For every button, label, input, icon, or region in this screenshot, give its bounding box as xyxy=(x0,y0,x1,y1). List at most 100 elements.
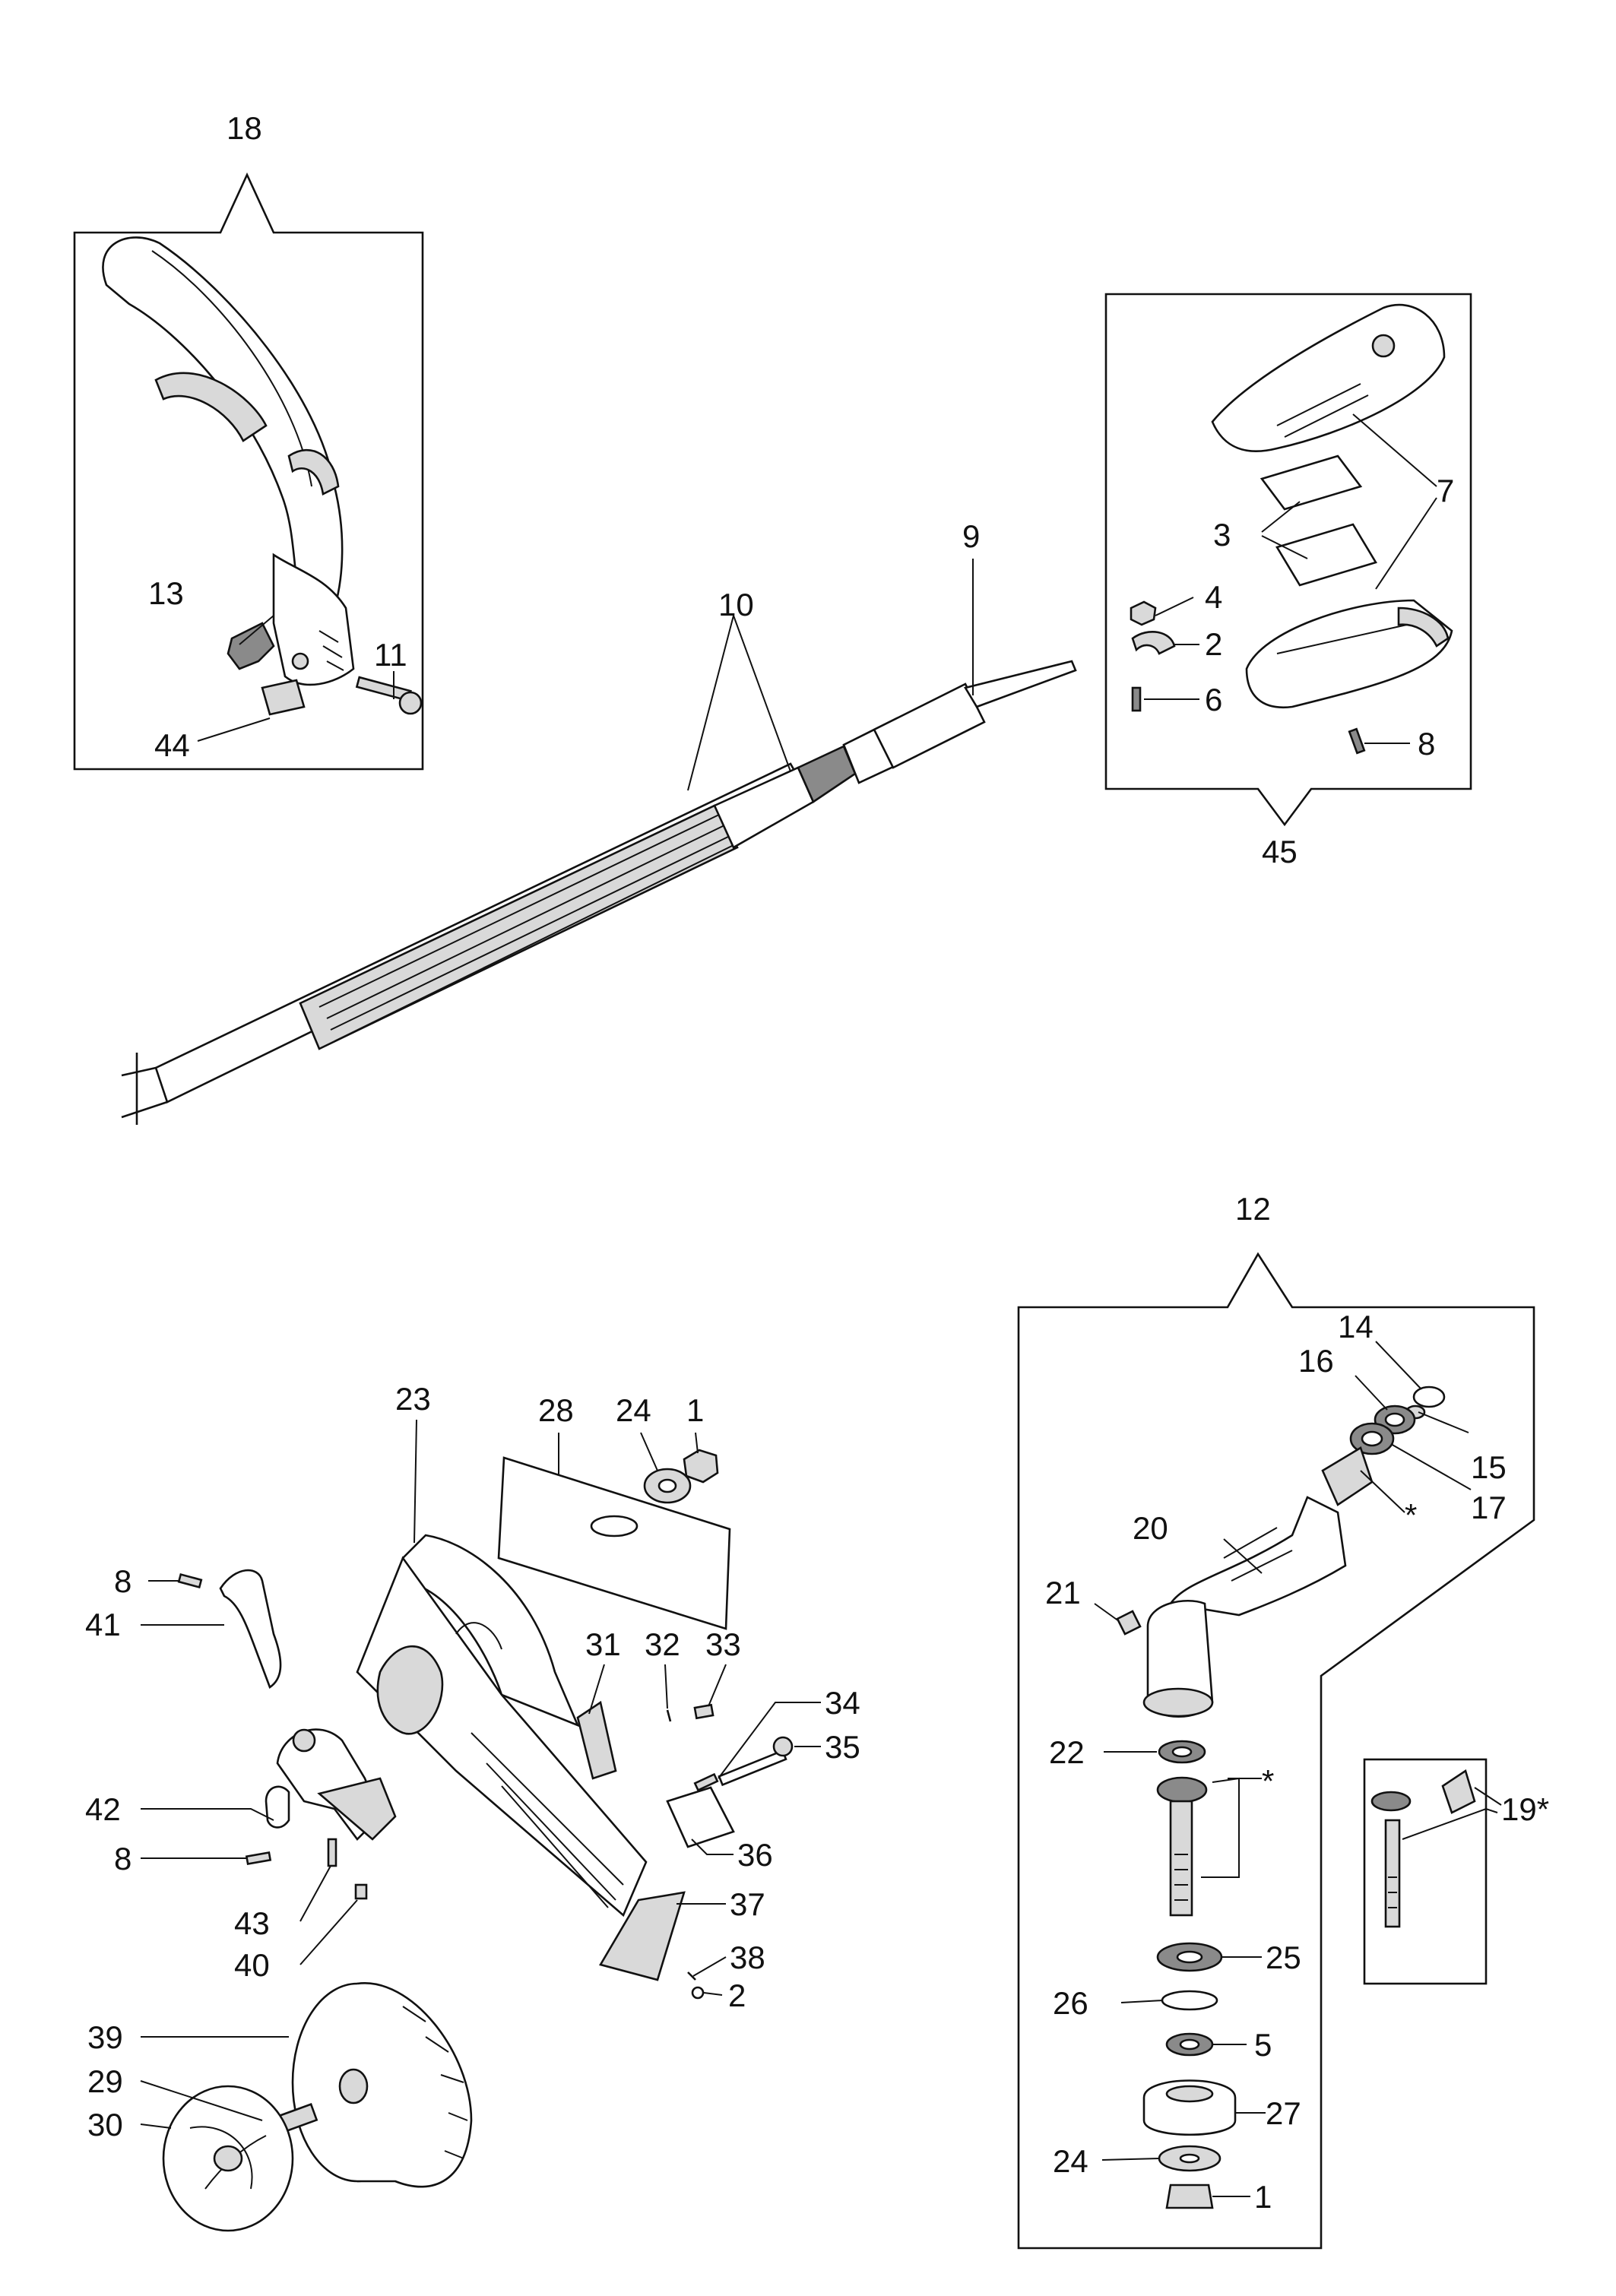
loop-handle xyxy=(102,236,355,686)
bracket-3-upper xyxy=(1260,454,1363,511)
callout-1-gear: 1 xyxy=(1254,2179,1272,2215)
callout-34: 34 xyxy=(825,1685,860,1721)
deflector-31 xyxy=(576,1700,617,1780)
callout-30: 30 xyxy=(87,2107,123,2142)
callout-8-grip: 8 xyxy=(1418,726,1435,762)
bearing-5 xyxy=(1165,2032,1214,2057)
snap-ring-26 xyxy=(1161,1990,1218,2011)
bearing-25 xyxy=(1156,1942,1223,1972)
callout-21: 21 xyxy=(1045,1575,1081,1610)
bracket-3-lower xyxy=(1275,523,1377,587)
callout-28: 28 xyxy=(538,1392,574,1428)
edger-deck-assembly xyxy=(140,1419,821,2232)
callout-32: 32 xyxy=(645,1626,680,1662)
callout-16: 16 xyxy=(1298,1343,1334,1379)
gearhead-assembly-group-12 xyxy=(1017,1252,1535,2250)
callout-2-deck: 2 xyxy=(728,1978,746,2013)
callout-7: 7 xyxy=(1437,473,1454,508)
bearing-17 xyxy=(1349,1422,1395,1455)
callout-24-deck: 24 xyxy=(616,1392,651,1428)
asterisk-marker-a: * xyxy=(1405,1497,1417,1533)
callout-39: 39 xyxy=(87,2019,123,2055)
callout-24-gear: 24 xyxy=(1053,2143,1088,2179)
washer-24-deck xyxy=(643,1468,692,1504)
nut-1 xyxy=(1165,2184,1214,2209)
callout-44: 44 xyxy=(154,727,190,763)
bracket-36 xyxy=(666,1786,735,1848)
adapter-housing xyxy=(276,1728,397,1841)
screw-40 xyxy=(354,1883,368,1900)
handle-assembly-group-18 xyxy=(73,172,424,771)
bearing-22 xyxy=(1158,1740,1206,1764)
grip-assembly-group-45 xyxy=(1104,293,1472,827)
callout-36: 36 xyxy=(737,1837,773,1873)
strap-41 xyxy=(219,1569,282,1689)
callout-6: 6 xyxy=(1205,682,1222,717)
callout-26: 26 xyxy=(1053,1985,1088,2021)
clip-2-deck xyxy=(691,1986,705,2000)
callout-15: 15 xyxy=(1471,1449,1507,1485)
pinion-gear xyxy=(1321,1446,1374,1506)
nut-1-deck xyxy=(683,1449,719,1484)
gear-housing-20 xyxy=(1142,1496,1347,1718)
knurl-pattern xyxy=(318,812,734,1042)
callout-38: 38 xyxy=(730,1940,765,1975)
shield-37 xyxy=(599,1891,686,1981)
cover-27 xyxy=(1142,2079,1237,2136)
callout-20: 20 xyxy=(1133,1510,1168,1546)
bolt-11 xyxy=(355,676,423,715)
plug-21 xyxy=(1116,1610,1142,1636)
callout-45: 45 xyxy=(1262,834,1298,869)
screw-6 xyxy=(1131,686,1142,712)
callout-10: 10 xyxy=(718,587,754,622)
callout-13: 13 xyxy=(148,575,184,611)
callout-12: 12 xyxy=(1235,1191,1271,1227)
pin-32 xyxy=(666,1709,672,1722)
callout-19: 19* xyxy=(1501,1791,1549,1827)
screw-33 xyxy=(693,1703,715,1720)
screw-8-clamp xyxy=(245,1851,272,1866)
callout-40: 40 xyxy=(234,1947,270,1983)
callout-27: 27 xyxy=(1266,2095,1301,2131)
screw-43 xyxy=(327,1838,337,1867)
guard-23 xyxy=(356,1534,648,1918)
callout-1-deck: 1 xyxy=(686,1392,704,1428)
drive-shaft-assembly xyxy=(121,559,1077,1125)
callout-31: 31 xyxy=(585,1626,621,1662)
callout-11: 11 xyxy=(374,637,407,673)
callout-42: 42 xyxy=(85,1791,121,1827)
retaining-ring-14 xyxy=(1412,1386,1446,1408)
callout-5: 5 xyxy=(1254,2027,1272,2063)
callout-2-grip: 2 xyxy=(1205,626,1222,662)
callout-8-clamp: 8 xyxy=(114,1841,131,1876)
wing-knob-13 xyxy=(227,622,275,670)
blade-28 xyxy=(497,1456,731,1630)
asterisk-marker-b: * xyxy=(1262,1763,1274,1799)
bolt-35 xyxy=(718,1736,794,1787)
callout-33: 33 xyxy=(705,1626,741,1662)
grip-body-7 xyxy=(1245,599,1453,709)
callout-4: 4 xyxy=(1205,579,1222,615)
callout-14: 14 xyxy=(1338,1309,1374,1344)
clip-2 xyxy=(1131,631,1176,655)
hubcap-30 xyxy=(162,2085,294,2232)
callout-18: 18 xyxy=(227,110,262,146)
callout-8-deck: 8 xyxy=(114,1563,131,1599)
callout-23: 23 xyxy=(395,1381,431,1417)
clamp-44 xyxy=(261,679,306,716)
callout-17: 17 xyxy=(1471,1490,1507,1525)
callout-37: 37 xyxy=(730,1886,765,1922)
callout-35: 35 xyxy=(825,1729,860,1765)
callout-43: 43 xyxy=(234,1905,270,1941)
clamp-42 xyxy=(265,1785,290,1829)
callout-22: 22 xyxy=(1049,1734,1085,1770)
output-shaft-and-gear xyxy=(1156,1776,1208,1917)
spring-pin-34 xyxy=(693,1772,719,1792)
callout-9: 9 xyxy=(962,518,980,554)
wheel-39 xyxy=(291,1982,473,2188)
callout-25: 25 xyxy=(1266,1940,1301,1975)
callout-41: 41 xyxy=(85,1607,121,1642)
gear-set-group-19 xyxy=(1363,1758,1502,1985)
grip-cover-7 xyxy=(1211,303,1446,452)
